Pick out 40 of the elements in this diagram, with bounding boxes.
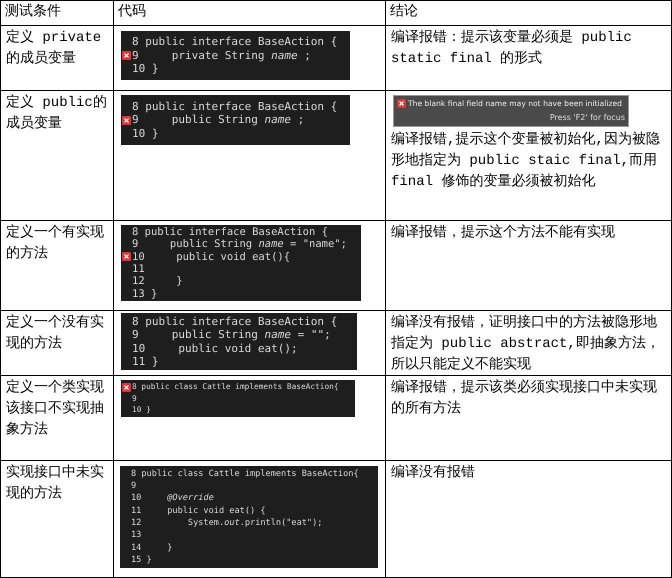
- code-line: 10 public void eat();: [132, 342, 298, 355]
- code-line: 10 }: [132, 62, 158, 76]
- conclusion-text: 编译报错,提示这个变量被初始化,因为被隐形地指定为 public staic final,而用 final 修饰的变量必须被初始化: [391, 130, 661, 192]
- code-line: 10 public void eat(){: [132, 250, 290, 263]
- condition-text: 定义一个没有实现的方法: [6, 313, 105, 354]
- condition-text: 定义一个类实现该接口不实现抽象方法: [6, 378, 105, 440]
- code-line: 10 @Override: [131, 492, 214, 505]
- condition-text: 定义一个有实现的方法: [6, 223, 105, 264]
- conclusion-text: 编译报错：提示该变量必须是 public static final 的形式: [391, 28, 633, 69]
- conclusion-text: 编译没有报错: [391, 464, 476, 483]
- code-line: 9 public String name = "";: [132, 328, 331, 342]
- code-line: 9 public String name = "name";: [132, 238, 347, 251]
- column-header: 结论: [390, 2, 419, 22]
- code-line: 8 public interface BaseAction {: [132, 35, 338, 49]
- code-line: 11: [132, 263, 145, 276]
- code-line: 8 public interface BaseAction {: [132, 314, 338, 328]
- code-line: 11 }: [132, 355, 158, 368]
- code-line: 12 System.out.println("eat");: [131, 517, 322, 530]
- code-line: 11 public void eat() {: [131, 504, 266, 517]
- column-header: 测试条件: [5, 2, 62, 22]
- condition-text: 实现接口中未实现的方法: [6, 463, 105, 504]
- condition-text: 定义 private的成员变量: [6, 28, 102, 69]
- conclusion-text: 编译没有报错，证明接口中的方法被隐形地指定为 public abstract,即抽象方法，所以只能定义不能实现: [391, 313, 661, 375]
- conclusion-text: 编译报错，提示该类必须实现接口中未实现的所有方法: [391, 378, 658, 419]
- column-header: 代码: [118, 3, 147, 22]
- code-line: 9 public String name ;: [132, 113, 304, 127]
- code-line: 9: [131, 480, 136, 492]
- code-line: 8 public interface BaseAction {: [132, 226, 328, 238]
- code-line: 8 public interface BaseAction {: [132, 100, 338, 114]
- code-line: 15 }: [131, 554, 152, 566]
- code-line: 13: [131, 529, 142, 542]
- code-line: 8 public class Cattle implements BaseAction{: [131, 468, 359, 480]
- tooltip-hint: Press 'F2' for focus: [550, 112, 625, 124]
- code-line: 13 }: [132, 288, 158, 300]
- code-line: 9 private String name ;: [132, 48, 311, 62]
- code-line: 14 }: [131, 542, 172, 554]
- code-line: 10 }: [132, 126, 158, 140]
- condition-text: 定义 public的成员变量: [6, 93, 108, 134]
- code-line: 12 }: [132, 275, 183, 288]
- conclusion-text: 编译报错，提示这个方法不能有实现: [391, 223, 616, 243]
